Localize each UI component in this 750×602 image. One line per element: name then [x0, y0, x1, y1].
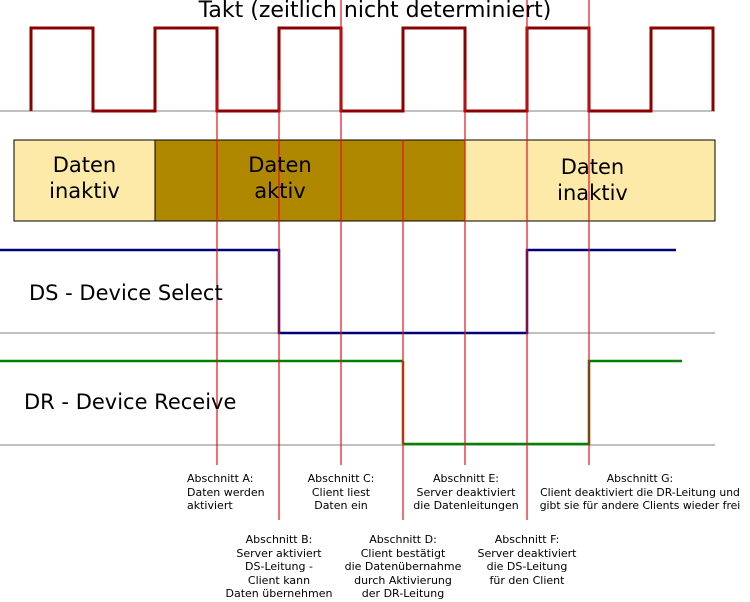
data-bus-label-active: Daten aktiv [248, 153, 312, 203]
annotation-b: Abschnitt B: Server aktiviert DS-Leitung… [225, 533, 333, 600]
clock-waveform [29, 26, 715, 113]
ds-signal-label: DS - Device Select [29, 281, 223, 305]
dr-waveform-low [403, 359, 682, 446]
data-bus-segment-inactive-1 [13, 139, 156, 222]
annotation-f: Abschnitt F: Server deaktiviert die DS-L… [477, 533, 577, 587]
annotation-g: Abschnitt G: Client deaktiviert die DR-L… [539, 472, 741, 512]
annotation-a: Abschnitt A: Daten werden aktiviert [187, 472, 265, 512]
annotation-e: Abschnitt E: Server deaktiviert die Date… [413, 472, 519, 512]
data-bus-label-inactive-1: Daten inaktiv [49, 153, 120, 203]
data-bus-segment-inactive-2 [464, 139, 716, 222]
clock-title: Takt (zeitlich nicht determiniert) [198, 0, 552, 23]
data-bus-segment-active [154, 139, 466, 222]
data-bus-label-inactive-2: Daten inaktiv [557, 155, 628, 205]
dr-signal-label: DR - Device Receive [24, 390, 237, 414]
annotation-d: Abschnitt D: Client bestätigt die Datenü… [344, 533, 462, 600]
annotation-c: Abschnitt C: Client liest Daten ein [307, 472, 375, 512]
